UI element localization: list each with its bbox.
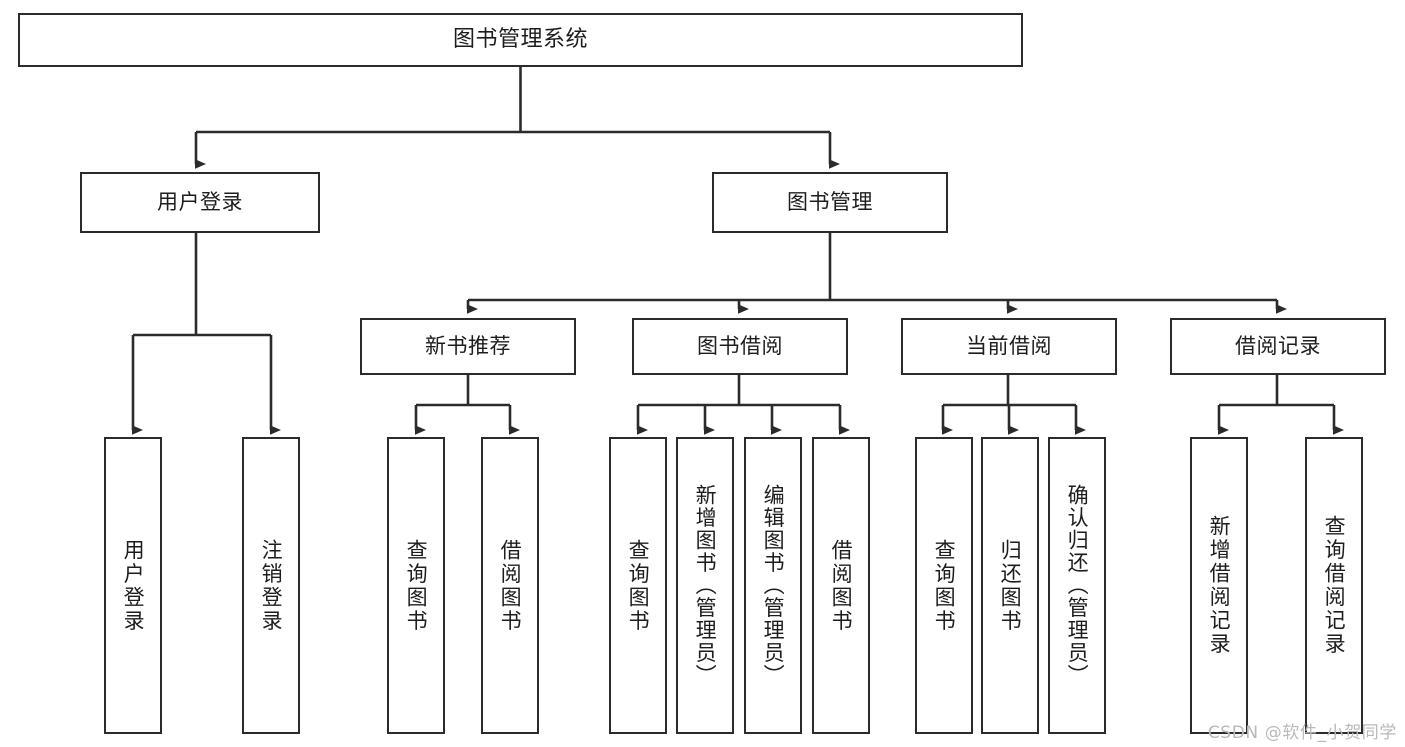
node-leaf-confirm-return-label: 确认归还（管理员） — [1065, 484, 1090, 687]
node-leaf-edit-book-label: 编辑图书（管理员） — [761, 484, 786, 687]
node-user-login[interactable]: 用户登录 — [80, 172, 320, 233]
node-leaf-add-record[interactable]: 新增借阅记录 — [1190, 437, 1248, 734]
node-leaf-query-record[interactable]: 查询借阅记录 — [1305, 437, 1363, 734]
node-leaf-edit-book[interactable]: 编辑图书（管理员） — [744, 437, 802, 734]
node-new-book-rec-label: 新书推荐 — [425, 333, 511, 358]
node-book-borrow[interactable]: 图书借阅 — [632, 318, 848, 375]
node-leaf-query-book-b[interactable]: 查询图书 — [609, 437, 667, 734]
node-new-book-rec[interactable]: 新书推荐 — [360, 318, 576, 375]
node-leaf-logout[interactable]: 注销登录 — [242, 437, 300, 734]
node-leaf-user-login[interactable]: 用户登录 — [104, 437, 162, 734]
node-current-borrow[interactable]: 当前借阅 — [901, 318, 1117, 375]
node-leaf-borrow-book-b[interactable]: 借阅图书 — [812, 437, 870, 734]
node-leaf-borrow-book-a[interactable]: 借阅图书 — [481, 437, 539, 734]
node-leaf-query-book-c-label: 查询图书 — [932, 538, 957, 633]
node-leaf-query-record-label: 查询借阅记录 — [1322, 515, 1347, 656]
node-leaf-borrow-book-b-label: 借阅图书 — [829, 538, 854, 633]
node-root[interactable]: 图书管理系统 — [18, 13, 1023, 67]
node-leaf-user-login-label: 用户登录 — [121, 538, 146, 633]
node-leaf-query-book-a[interactable]: 查询图书 — [387, 437, 445, 734]
node-leaf-borrow-book-a-label: 借阅图书 — [498, 538, 523, 633]
node-book-manage[interactable]: 图书管理 — [712, 172, 948, 233]
node-leaf-return-book-label: 归还图书 — [998, 538, 1023, 633]
csdn-watermark: CSDN @软件_小贺同学 — [1207, 723, 1397, 743]
node-user-login-label: 用户登录 — [157, 189, 243, 214]
node-leaf-query-book-a-label: 查询图书 — [404, 538, 429, 633]
node-leaf-return-book[interactable]: 归还图书 — [981, 437, 1039, 734]
node-leaf-add-record-label: 新增借阅记录 — [1207, 515, 1232, 656]
node-leaf-add-book[interactable]: 新增图书（管理员） — [676, 437, 734, 734]
node-leaf-add-book-label: 新增图书（管理员） — [693, 484, 718, 687]
node-current-borrow-label: 当前借阅 — [966, 333, 1052, 358]
node-book-manage-label: 图书管理 — [787, 189, 873, 214]
node-borrow-record-label: 借阅记录 — [1235, 333, 1321, 358]
node-leaf-logout-label: 注销登录 — [259, 538, 284, 633]
node-leaf-query-book-b-label: 查询图书 — [626, 538, 651, 633]
node-root-label: 图书管理系统 — [452, 26, 588, 52]
node-leaf-confirm-return[interactable]: 确认归还（管理员） — [1048, 437, 1106, 734]
node-leaf-query-book-c[interactable]: 查询图书 — [915, 437, 973, 734]
node-book-borrow-label: 图书借阅 — [697, 333, 783, 358]
node-borrow-record[interactable]: 借阅记录 — [1170, 318, 1386, 375]
